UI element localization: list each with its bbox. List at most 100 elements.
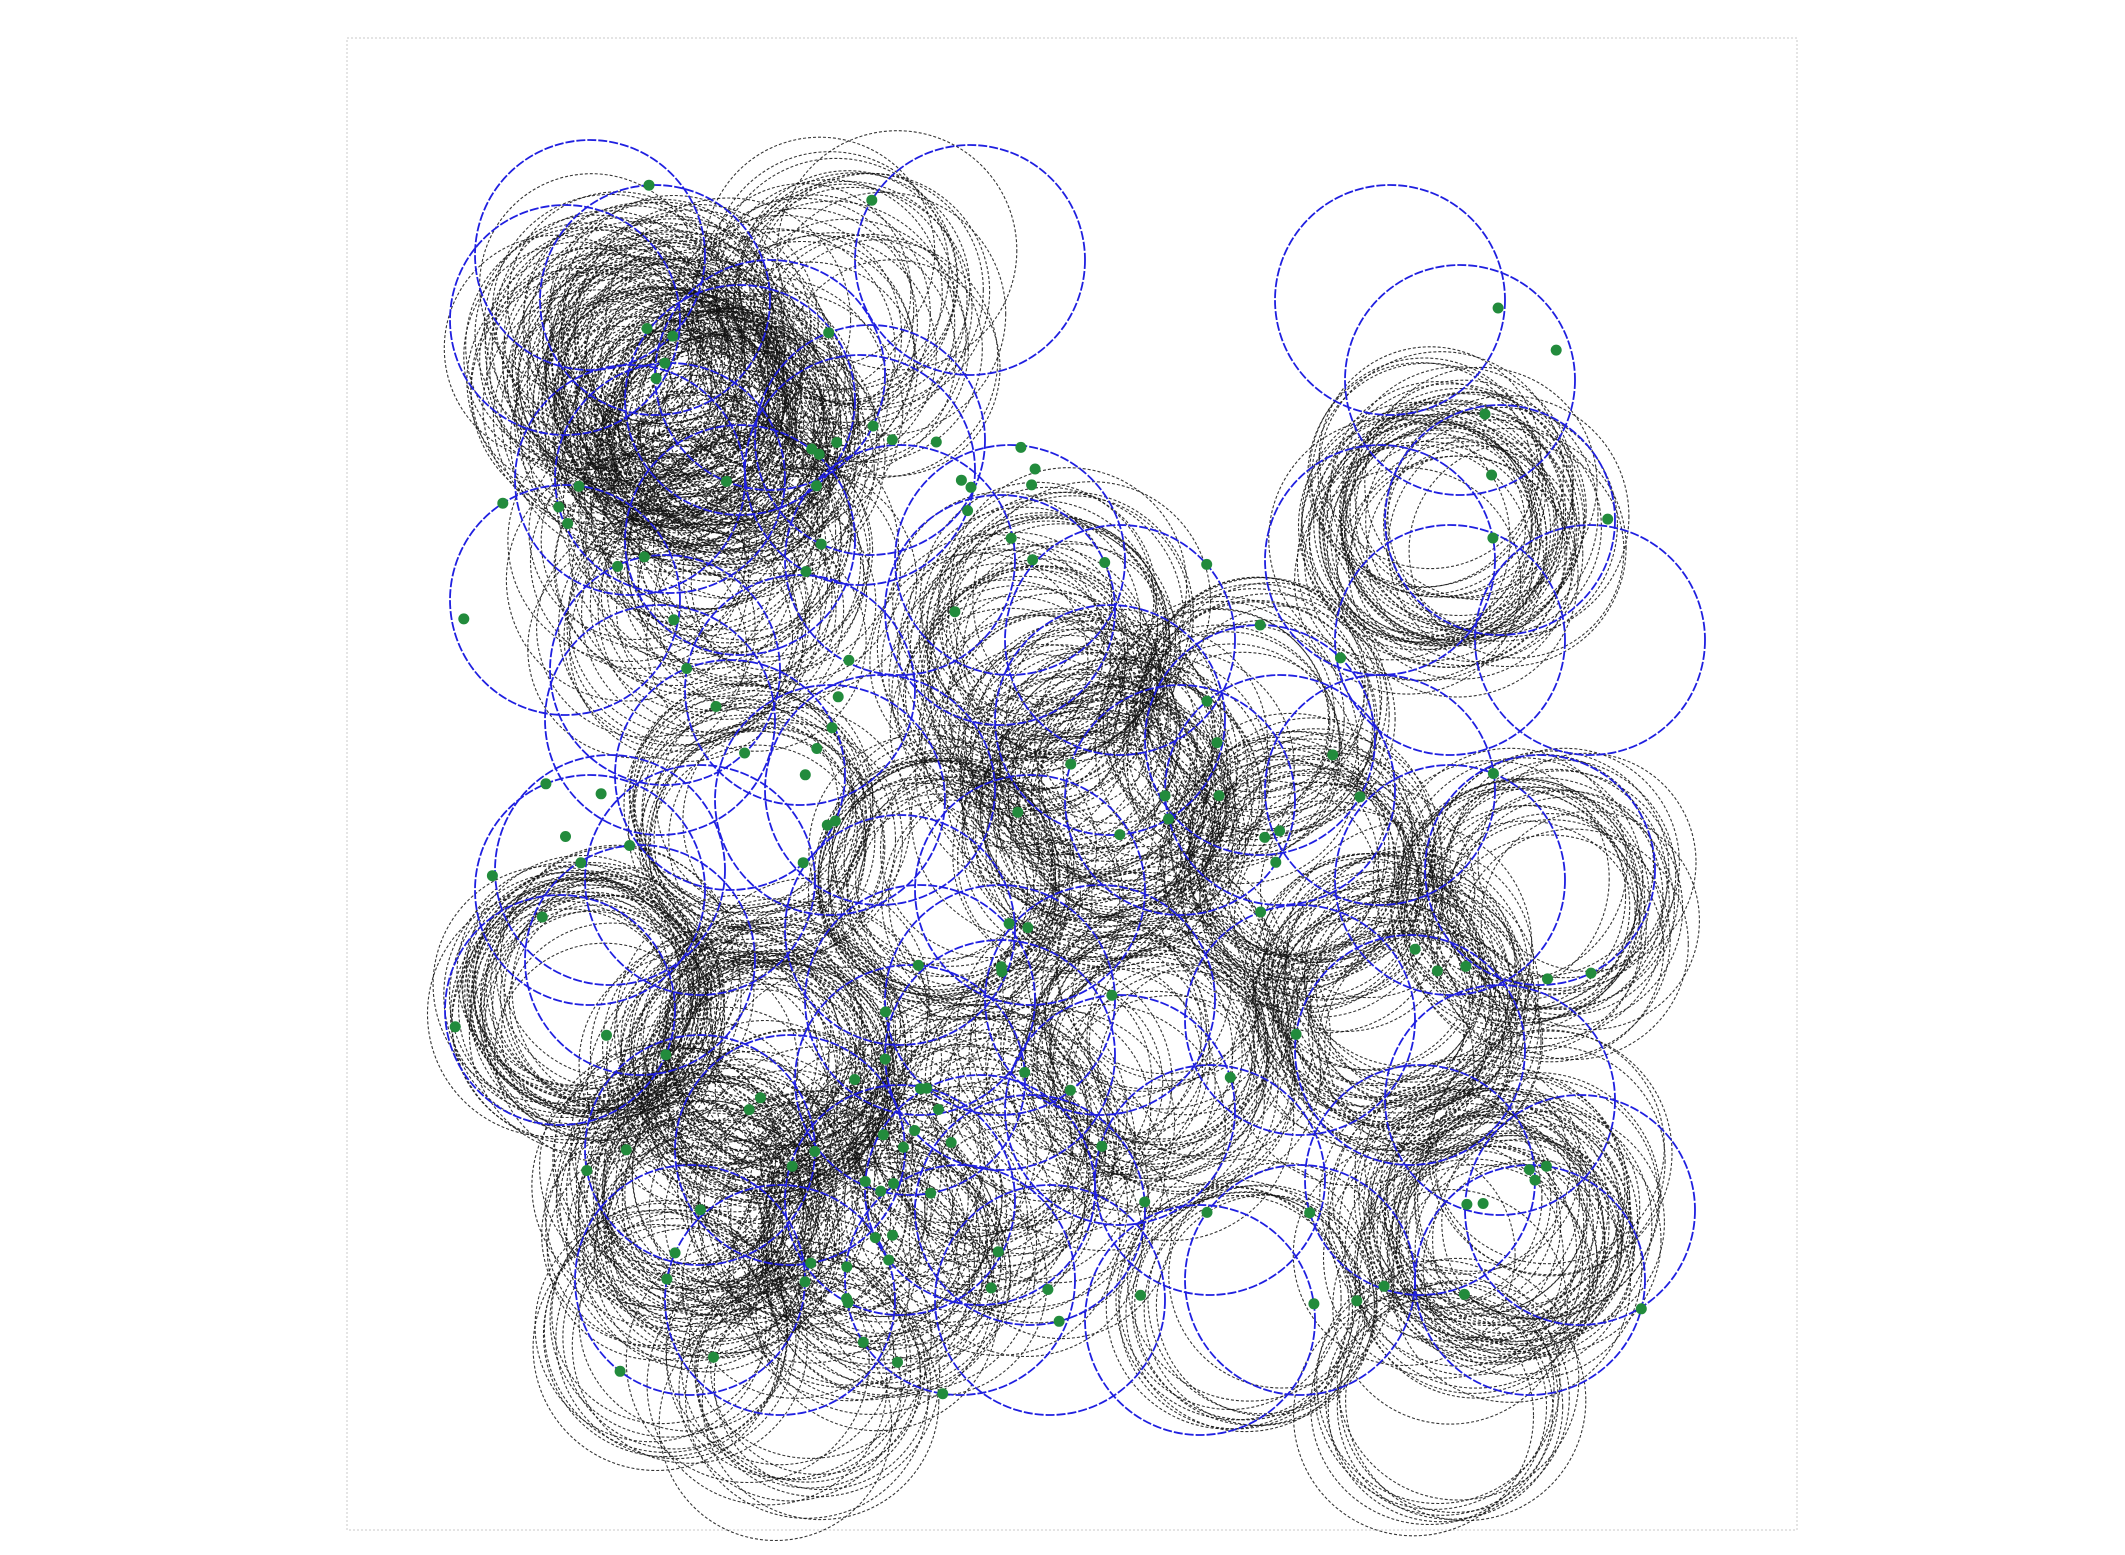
candidate-circle: [1446, 790, 1684, 1027]
selected-circle: [614, 659, 846, 891]
candidate-circle: [616, 894, 863, 1141]
candidate-circle: [828, 724, 1071, 967]
candidate-circle: [470, 272, 712, 514]
center-point: [1027, 554, 1039, 566]
candidate-circle: [567, 236, 786, 455]
candidate-circle: [930, 959, 1173, 1203]
candidate-circle: [585, 233, 831, 478]
candidate-circle: [1395, 1132, 1622, 1359]
candidate-circle: [1231, 943, 1475, 1187]
center-point: [1542, 973, 1553, 985]
candidate-circle: [1147, 593, 1390, 836]
candidate-circle: [1332, 1188, 1568, 1425]
candidate-circle: [603, 1127, 836, 1359]
center-point: [897, 1141, 909, 1153]
candidate-circle: [945, 1063, 1166, 1284]
candidate-circle: [625, 1239, 870, 1484]
candidate-circle: [1294, 467, 1522, 695]
candidate-circle: [559, 1094, 776, 1311]
center-point: [809, 1145, 821, 1157]
candidate-circle: [1280, 929, 1513, 1162]
center-point: [880, 1006, 892, 1018]
candidate-circle: [1011, 887, 1257, 1134]
center-point: [1351, 1295, 1363, 1307]
center-point: [843, 654, 855, 666]
center-point: [624, 840, 636, 851]
candidate-circle: [637, 479, 868, 709]
candidate-circle: [1188, 738, 1432, 982]
candidate-circle: [697, 1100, 926, 1329]
candidate-circle: [578, 953, 799, 1174]
candidate-circle: [1133, 583, 1381, 831]
candidate-circle: [502, 253, 731, 482]
center-point: [883, 1254, 895, 1266]
center-point: [1213, 790, 1225, 802]
center-point: [1114, 829, 1126, 841]
candidate-circle: [985, 966, 1216, 1197]
candidate-circle: [840, 799, 1059, 1018]
center-point: [1270, 856, 1282, 868]
center-point: [1022, 922, 1034, 934]
candidate-circle: [613, 319, 859, 565]
candidate-circle: [1304, 872, 1520, 1089]
center-point: [1254, 619, 1266, 631]
candidate-circle: [972, 708, 1214, 950]
candidate-circle: [1307, 362, 1534, 589]
candidate-circle: [684, 1275, 929, 1519]
candidate-circle: [1034, 623, 1269, 858]
candidate-circle: [1170, 736, 1390, 956]
candidate-circle: [637, 329, 861, 553]
center-point: [888, 1178, 900, 1189]
candidate-circle: [741, 234, 969, 463]
candidate-circle: [584, 240, 805, 461]
candidate-circle: [1338, 399, 1567, 627]
center-point: [879, 1053, 891, 1065]
candidate-circle: [1168, 712, 1413, 957]
candidate-circle: [1244, 857, 1485, 1099]
candidate-circle: [932, 517, 1171, 755]
candidate-circle: [1321, 420, 1539, 637]
selected-circle: [524, 844, 756, 1076]
candidate-circle: [563, 194, 785, 417]
candidate-circle: [1106, 600, 1336, 830]
candidate-circle: [1432, 1125, 1662, 1355]
candidate-circle: [1048, 995, 1295, 1242]
candidate-circle: [640, 925, 857, 1142]
candidate-circle: [1052, 946, 1294, 1188]
candidate-circle: [745, 1122, 967, 1344]
candidate-circle: [1391, 1163, 1631, 1403]
selected-circle: [784, 1084, 1016, 1316]
candidate-circle: [571, 1227, 808, 1464]
candidate-circle: [846, 1029, 1072, 1256]
candidate-circle: [1030, 675, 1255, 900]
candidate-circle: [709, 200, 956, 447]
center-point: [1163, 813, 1174, 825]
candidate-circle: [1434, 1045, 1666, 1277]
candidate-circle: [1313, 1269, 1555, 1510]
candidate-circle: [689, 1216, 932, 1459]
center-point: [945, 1137, 957, 1148]
center-point: [661, 1273, 673, 1285]
center-point: [1461, 1198, 1473, 1210]
candidate-circle: [1309, 357, 1540, 588]
candidate-circle: [1449, 747, 1680, 979]
candidate-circle: [1272, 901, 1494, 1123]
candidate-circle: [961, 711, 1192, 941]
candidate-circle: [536, 518, 756, 738]
center-point: [1327, 749, 1339, 761]
center-point: [962, 505, 974, 517]
center-point: [849, 1074, 861, 1085]
candidate-circle: [997, 699, 1237, 939]
candidate-circle: [1113, 631, 1340, 858]
selected-circle: [794, 964, 1026, 1196]
center-point: [1211, 737, 1223, 749]
center-point: [892, 1356, 903, 1368]
center-point: [638, 551, 650, 563]
candidate-circle: [653, 718, 897, 961]
selected-circles-layer: [444, 139, 1706, 1436]
candidate-circle: [710, 1259, 926, 1475]
center-point: [909, 1125, 921, 1136]
center-point: [811, 743, 823, 754]
candidate-circle: [1417, 1077, 1660, 1320]
